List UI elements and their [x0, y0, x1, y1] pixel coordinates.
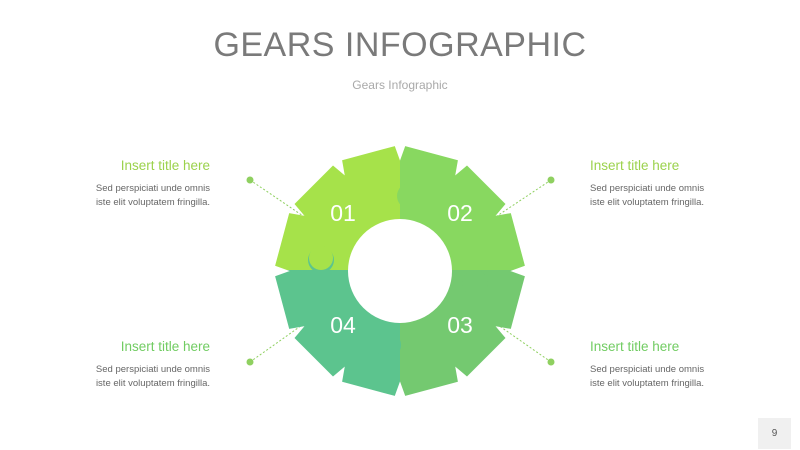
- text-block-04: Insert title here Sed perspiciati unde o…: [0, 338, 210, 390]
- block-text-02: Sed perspiciati unde omnis iste elit vol…: [590, 182, 800, 209]
- block-title-02: Insert title here: [590, 158, 680, 173]
- gear-center-hole: [348, 219, 452, 323]
- block-text-04-line1: Sed perspiciati unde omnis: [95, 364, 210, 375]
- block-text-02-line2: iste elit voluptatem fringilla.: [590, 196, 705, 208]
- segment-number-02: 02: [447, 200, 473, 226]
- text-block-03: Insert title here Sed perspiciati unde o…: [590, 338, 800, 390]
- block-text-03-line1: Sed perspiciati unde omnis: [590, 364, 705, 375]
- puzzle-knob-02: [397, 183, 423, 209]
- connector-line-04: [249, 317, 313, 363]
- segment-number-04: 04: [330, 312, 356, 338]
- slide-subtitle: Gears Infographic: [352, 78, 448, 92]
- puzzle-knob-01-top: [309, 246, 333, 270]
- connector-line-02: [487, 179, 552, 223]
- segment-number-03: 03: [447, 312, 473, 338]
- segment-number-01: 01: [330, 200, 356, 226]
- connector-dot-01: [246, 176, 254, 184]
- block-text-04: Sed perspiciati unde omnis iste elit vol…: [0, 363, 210, 390]
- block-text-02-line1: Sed perspiciati unde omnis: [590, 183, 705, 194]
- connector-dot-04: [246, 358, 254, 366]
- block-text-04-line2: iste elit voluptatem fringilla.: [95, 377, 210, 389]
- connector-line-01: [249, 179, 313, 223]
- block-text-01-line2: iste elit voluptatem fringilla.: [95, 196, 210, 208]
- block-text-01: Sed perspiciati unde omnis iste elit vol…: [0, 182, 210, 209]
- text-block-01: Insert title here Sed perspiciati unde o…: [0, 157, 210, 209]
- block-title-04: Insert title here: [120, 339, 210, 354]
- block-title-03: Insert title here: [590, 339, 680, 354]
- puzzle-knob-04: [375, 332, 401, 358]
- connector-dot-02: [547, 176, 555, 184]
- text-block-02: Insert title here Sed perspiciati unde o…: [590, 157, 800, 209]
- puzzle-knob-03: [462, 270, 488, 296]
- connector-dot-03: [547, 358, 555, 366]
- block-title-01: Insert title here: [120, 158, 210, 173]
- block-text-03-line2: iste elit voluptatem fringilla.: [590, 377, 705, 389]
- page-number: 9: [758, 418, 791, 449]
- slide-title: GEARS INFOGRAPHIC: [213, 26, 587, 64]
- block-text-01-line1: Sed perspiciati unde omnis: [95, 183, 210, 194]
- block-text-03: Sed perspiciati unde omnis iste elit vol…: [590, 363, 800, 390]
